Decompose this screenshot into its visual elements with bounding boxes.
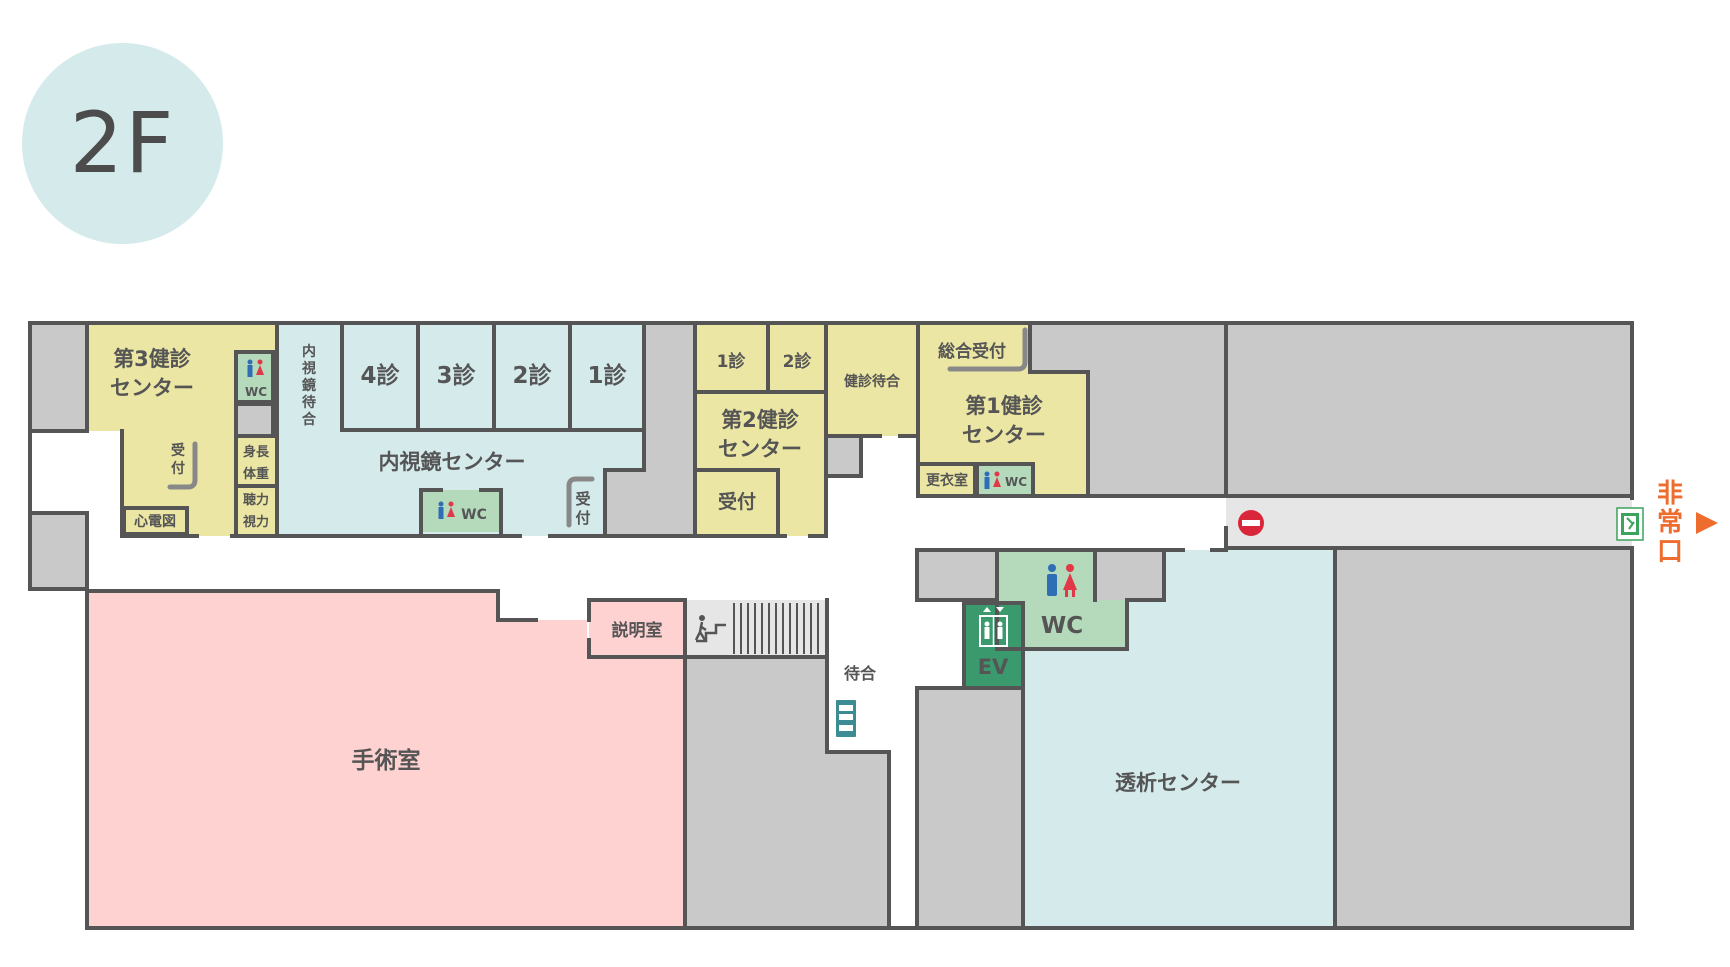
wall [28,321,1634,591]
vending-machine-icon [836,700,856,737]
checkup3-center-room [87,323,277,536]
checkup-waiting-label: 健診待合 [844,373,901,390]
storage-room [687,657,889,928]
checkup3-center-label: 第3健診 [113,347,192,371]
exam-room-4-label: 4診 [360,362,400,389]
height-weight-label: 体重 [243,466,269,482]
endoscope-waiting-label: 視 [301,360,316,377]
wc-small-label: WC [245,385,267,399]
storage-room [30,513,87,589]
dialysis-center-label: 透析センター [1115,771,1241,795]
wc-small-label: WC [1005,475,1027,489]
changing-room-label: 更衣室 [926,472,968,489]
endoscope-center-label: 内視鏡センター [379,450,526,474]
reception-counter [566,476,595,528]
storage-room [605,323,695,536]
surgery-room [87,591,685,928]
ecg-room-label: 心電図 [134,513,176,530]
endoscope-wc-room [421,490,501,532]
emergency-exit-sign-icon [1616,507,1644,541]
storage-room [1095,550,1164,600]
restroom-icon [1047,564,1077,597]
restroom-icon [247,359,264,377]
checkup2-center-label: 第2健診 [721,408,800,432]
checkup1-center-label: センター [962,423,1046,447]
wall [479,488,503,534]
stairs-area [687,600,827,657]
checkup1-center-label: 第1健診 [965,394,1044,418]
emergency-corridor [1226,498,1632,548]
exam-room-2-label: 2診 [512,362,552,389]
arrow-right-icon [1696,512,1718,534]
reception-3-label: 付 [171,460,185,477]
emergency-exit-label: 口 [1657,537,1683,567]
wall [825,655,891,930]
storage-room [1335,550,1632,928]
explanation-room-label: 説明室 [612,620,663,641]
exam-room-1-label: 1診 [587,362,627,389]
endoscope-waiting-label: 鏡 [302,377,316,394]
emergency-exit-label: 非 [1657,479,1683,509]
storage-room [826,436,861,476]
endoscope-waiting-label: 合 [302,411,317,428]
wall [122,506,189,536]
storage-room [1226,323,1632,496]
stairs-icon [694,603,819,654]
storage-room [917,550,997,600]
wall [693,468,780,538]
checkup3-center-label: センター [110,376,194,400]
emergency-exit-label: 常 [1657,508,1683,538]
checkup2-center-label: センター [718,437,802,461]
wall [587,598,687,930]
reception-counter [167,441,198,490]
restroom-icon [438,501,455,519]
storage-room [236,404,273,436]
wall [962,601,1025,690]
reception-endoscope-label: 付 [575,509,590,527]
wall [975,462,1035,498]
storage-room [1030,323,1226,496]
reception-2-label: 受付 [718,490,756,513]
floor-badge: 2F [22,43,223,244]
reception-counter [947,327,1028,372]
restroom-label: WC [1041,613,1083,639]
checkup2-exam1-label: 1診 [717,351,747,372]
waiting-label: 待合 [844,664,877,683]
general-reception-label: 総合受付 [938,341,1006,362]
surgery-room-label: 手術室 [352,747,421,774]
exam-room-3-label: 3診 [436,362,476,389]
wall [915,548,999,602]
checkup2-exam2-label: 2診 [783,351,813,372]
height-weight-label: 身長 [243,444,270,460]
wall [28,321,89,433]
floor-label: 2F [69,94,176,192]
restroom-icon [984,471,1001,489]
checkup3-wc-room [236,352,273,402]
endoscope-waiting-label: 待 [302,394,316,411]
hearing-vision-label: 聴力 [243,492,269,508]
reception-endoscope-label: 受 [575,490,590,508]
wall [419,488,443,534]
elevator-icon [979,607,1008,647]
hearing-vision-label: 視力 [242,514,269,530]
wall [603,428,646,538]
reception-3-label: 受 [171,442,185,459]
storage-room [917,688,1023,928]
wall [28,511,89,591]
dialysis-center-room [1023,550,1335,928]
elevator-label: EV [978,655,1009,679]
explanation-room [589,600,685,657]
wc-small-label: WC [461,507,487,523]
wall [995,548,1166,651]
storage-room [30,323,87,431]
no-entry-icon [1238,510,1264,536]
endoscope-waiting-label: 内 [302,343,316,360]
checkup2-center-room [695,323,918,536]
